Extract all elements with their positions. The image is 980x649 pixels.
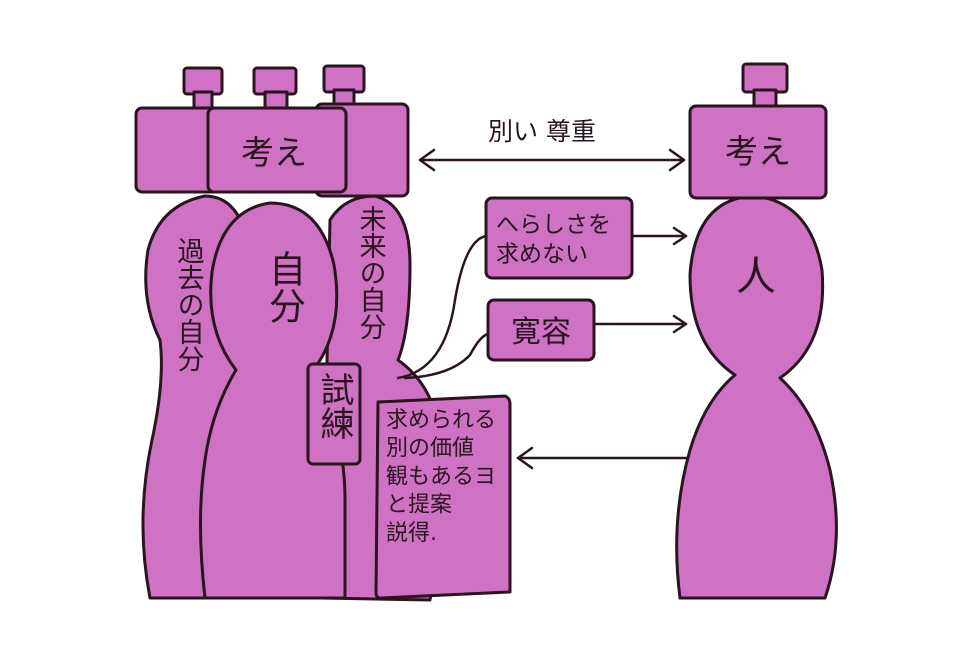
connector-to-normality [396, 234, 488, 380]
person-head-label: 考え [725, 132, 791, 171]
self-label: 自分 [263, 250, 306, 324]
proposal-box [374, 394, 512, 600]
respect-arrowhead-right [668, 148, 686, 172]
normality-arrowhead [672, 226, 688, 246]
person-body-label: 人 [736, 254, 776, 300]
trial-box [306, 362, 362, 466]
tolerance-text: 寛容 [511, 315, 571, 350]
self-head-label: 考え [241, 133, 307, 172]
person-head [688, 62, 828, 200]
normality-box [484, 196, 634, 280]
future-self-label: 未来の自分 [355, 205, 387, 340]
respect-arrowhead-left [418, 148, 436, 172]
normality-text: へらしさを求めない [496, 212, 611, 267]
connector-to-tolerance [403, 332, 490, 380]
tolerance-arrowhead [672, 314, 688, 334]
proposal-arrowhead [516, 446, 534, 470]
trial-label: 試練 [314, 372, 354, 440]
past-self-head [134, 66, 230, 194]
proposal-text: 求められる別の価値観もあるヨと提案説得. [386, 408, 496, 546]
respect-label: 別い 尊重 [488, 117, 596, 146]
self-head [206, 66, 348, 194]
tolerance-box [486, 298, 596, 362]
past-self-label: 過去の自分 [173, 237, 205, 372]
